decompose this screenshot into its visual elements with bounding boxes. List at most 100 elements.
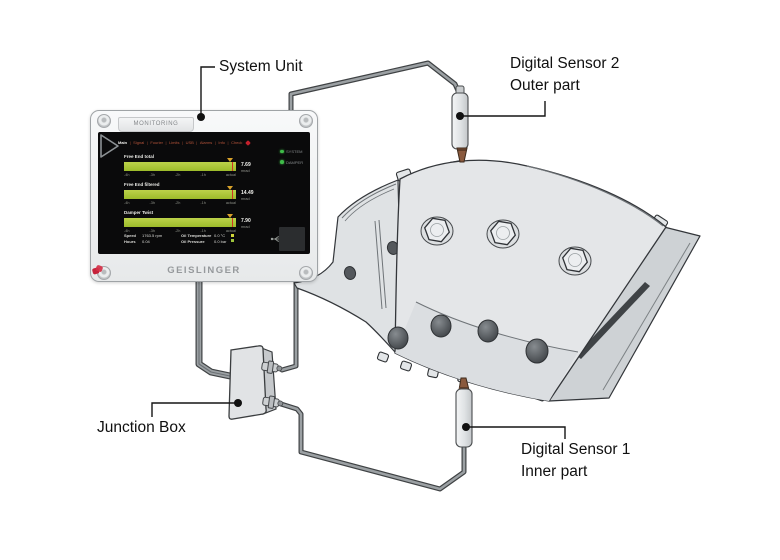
menu-item-main[interactable]: Main [118, 140, 128, 145]
bar-marker-icon [227, 185, 233, 190]
label-line: Digital Sensor 2 [510, 55, 620, 72]
corner-screw-icon [299, 266, 313, 280]
damper-side-groove [576, 282, 650, 359]
chart-free-end-total: Free End total -4h -3h -2h -1h actual 7.… [124, 154, 265, 180]
hours-label: Hours [124, 238, 136, 244]
chart-ticks: -4h -3h -2h -1h actual [124, 201, 236, 205]
menu-separator: | [165, 140, 167, 145]
menu-separator: | [196, 140, 198, 145]
menu-separator: | [182, 140, 184, 145]
tick: actual [225, 201, 236, 205]
oil-temp-value: 0.0 °C [214, 233, 226, 238]
menu-item-alarms[interactable]: Alarms [199, 140, 213, 145]
brand-wordmark: GEISLINGER [167, 265, 241, 276]
menu-separator: | [129, 140, 131, 145]
bar-marker-icon [227, 213, 233, 218]
tick: -3h [149, 229, 155, 233]
corner-screw-icon [97, 114, 111, 128]
chart-title: Free End filtered [124, 182, 160, 187]
label-line: Outer part [510, 76, 580, 94]
junction-box [228, 345, 284, 420]
damper-small-hole [343, 266, 357, 280]
monitoring-badge: MONITORING [118, 117, 194, 132]
system-led-label: SYSTEM [286, 149, 303, 154]
digital-sensor-1 [455, 377, 473, 448]
play-button[interactable] [98, 132, 122, 160]
speed-value: 1763.5 rpm [142, 233, 163, 238]
system-led: SYSTEM [280, 149, 302, 154]
tick: -2h [174, 229, 181, 233]
chart-value: 14.49 mrad [241, 190, 254, 201]
oil-press-indicator [231, 239, 234, 242]
menu-item-signal[interactable]: Signal [133, 140, 145, 145]
cable-junction-to-sensor1 [278, 401, 467, 492]
tick: -4h [124, 229, 130, 233]
label-junction-box: Junction Box [97, 419, 186, 436]
junction-connector-upper [261, 360, 283, 374]
junction-connector-lower [262, 395, 284, 409]
label-line: Digital Sensor 1 [521, 441, 631, 458]
damper-led: DAMPER [280, 160, 303, 165]
tick: -2h [174, 173, 181, 177]
status-row: Speed 1763.5 rpm Hours 0.04 Oil Temperat… [124, 233, 274, 247]
tick: -3h [149, 173, 155, 177]
cable-unit-to-junction [279, 277, 299, 373]
tick: -4h [124, 173, 130, 177]
speed-label: Speed [124, 233, 137, 238]
chart-value: 7.90 mrad [241, 218, 251, 229]
monitoring-unit: MONITORING Main | Signal | Fourier | Lim… [90, 110, 318, 282]
chart-ticks: -4h -3h -2h -1h actual [124, 173, 236, 177]
oil-press-label: Oil Pressure [181, 238, 205, 244]
damper-led-label: DAMPER [286, 159, 304, 165]
label-digital-sensor-1: Digital Sensor 1 Inner part [521, 439, 630, 482]
damper-left-piece [293, 179, 402, 353]
tick: -4h [124, 201, 130, 205]
tick: -3h [149, 201, 155, 205]
tick: actual [225, 173, 236, 177]
chart-title: Damper Twist [124, 210, 154, 215]
tick: -1h [200, 201, 206, 205]
damper-hex-bolts [420, 216, 592, 276]
screen-menu: Main | Signal | Fourier | Limits | USB |… [118, 139, 268, 146]
brand-row: GEISLINGER [91, 264, 317, 277]
card-slot [279, 227, 305, 251]
label-digital-sensor-2: Digital Sensor 2 Outer part [510, 53, 619, 96]
cable-to-sensor2 [288, 60, 462, 115]
hours-value: 0.04 [142, 238, 150, 244]
check-brand-icon [245, 139, 251, 146]
cable-unit-to-junction-ribbon [195, 276, 234, 380]
bar-marker-icon [227, 157, 233, 162]
tick: -1h [200, 229, 206, 233]
menu-item-usb[interactable]: USB [185, 140, 194, 145]
damper-segment [293, 159, 701, 402]
menu-item-check[interactable]: Check [231, 140, 243, 145]
menu-separator: | [227, 140, 229, 145]
oil-temp-indicator [231, 233, 234, 237]
geislinger-logo-icon [92, 265, 103, 275]
led-green-icon [280, 160, 284, 164]
chart-title: Free End total [124, 154, 155, 159]
tick: -1h [200, 173, 206, 177]
tick: actual [225, 229, 236, 233]
menu-separator: | [146, 140, 148, 145]
chart-free-end-filtered: Free End filtered -4h -3h -2h -1h actual… [124, 182, 265, 208]
label-line: Inner part [521, 462, 588, 480]
chart-bar [124, 190, 236, 199]
chart-bar [124, 218, 236, 227]
menu-separator: | [214, 140, 216, 145]
menu-item-info[interactable]: Info [218, 140, 226, 145]
tick: -2h [174, 201, 181, 205]
chart-bar [124, 162, 236, 171]
oil-press-value: 0.0 bar [214, 238, 227, 244]
damper-holes [387, 314, 549, 364]
oil-temp-label: Oil Temperature [181, 233, 212, 238]
menu-item-fourier[interactable]: Fourier [150, 140, 164, 145]
led-green-icon [280, 149, 284, 154]
unit-screen: Main | Signal | Fourier | Limits | USB |… [98, 132, 310, 254]
corner-screw-icon [299, 114, 313, 128]
label-system-unit: System Unit [219, 58, 303, 75]
chart-ticks: -4h -3h -2h -1h actual [124, 229, 236, 233]
menu-item-limits[interactable]: Limits [169, 140, 180, 145]
